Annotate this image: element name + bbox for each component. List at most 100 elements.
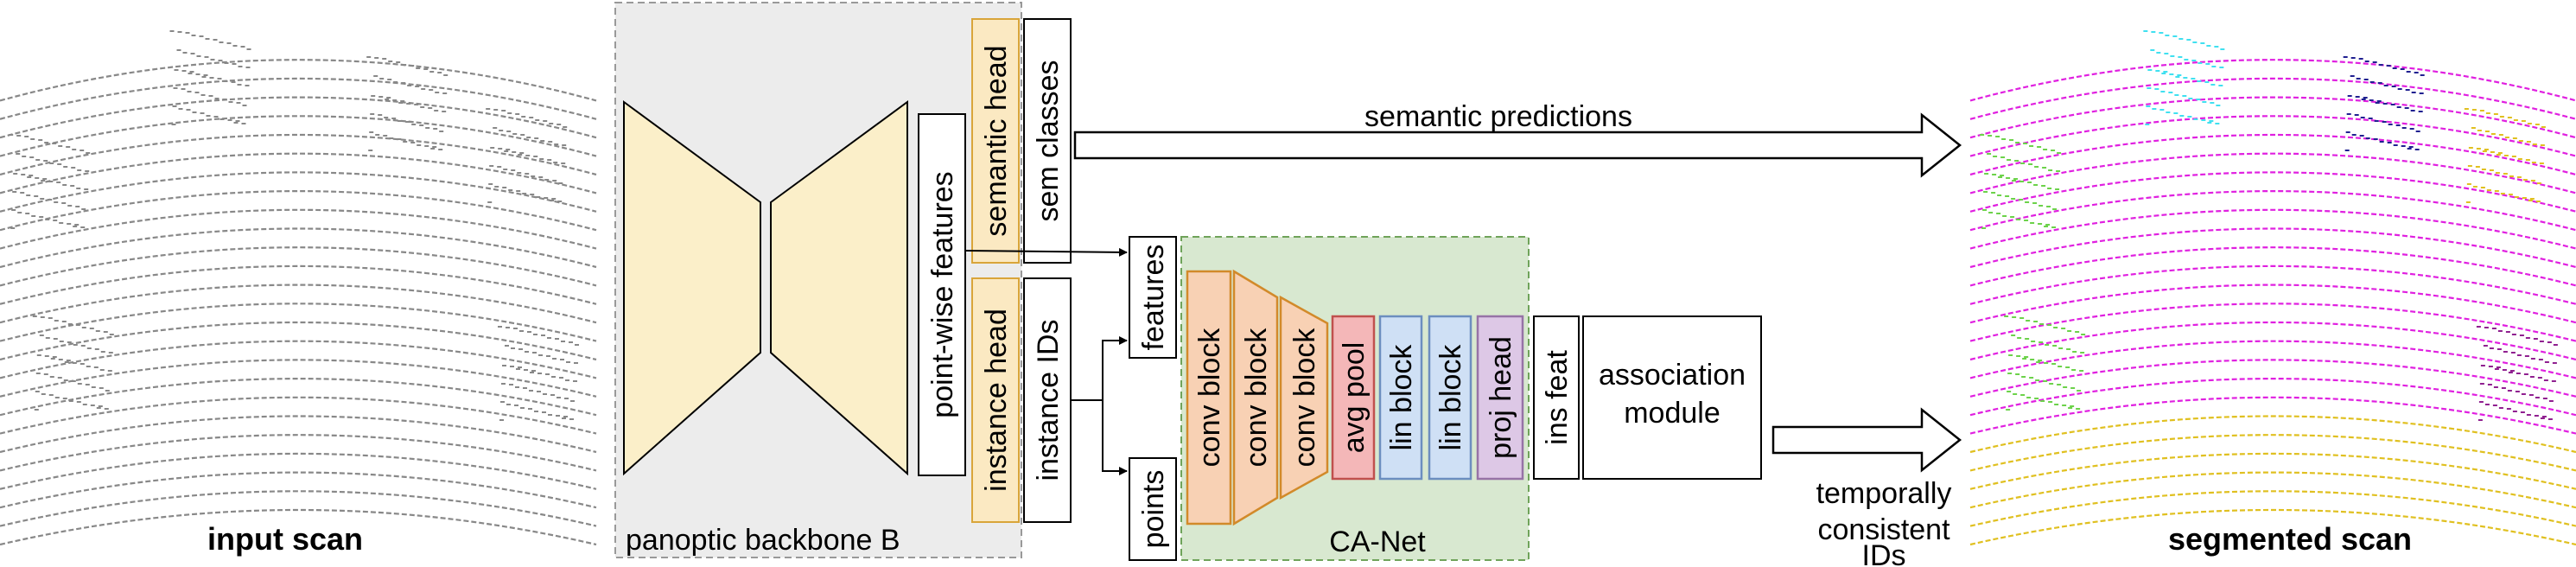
scan-point — [194, 92, 200, 93]
scan-point — [49, 376, 54, 378]
scan-point — [2058, 366, 2063, 367]
scan-point — [56, 182, 61, 183]
scan-point — [2063, 386, 2068, 388]
scan-point — [25, 213, 30, 214]
scan-point — [574, 362, 578, 364]
scan-point — [2420, 74, 2425, 76]
scan-point — [2211, 66, 2217, 67]
scan-point — [2025, 201, 2030, 203]
scan-point — [2017, 337, 2022, 339]
scan-point — [2486, 189, 2491, 191]
scan-point — [99, 369, 105, 371]
conv-block-2 — [1232, 269, 1279, 526]
scan-point — [2401, 145, 2406, 147]
scan-point — [2016, 219, 2021, 220]
scan-point — [543, 393, 547, 395]
scan-point — [513, 328, 518, 329]
scan-point — [547, 337, 551, 339]
scan-point — [2539, 341, 2544, 342]
scan-point — [391, 118, 397, 119]
scan-point — [2491, 328, 2496, 329]
scan-point — [71, 380, 76, 382]
scan-point — [200, 112, 205, 114]
scan-point — [532, 352, 537, 354]
scan-point — [12, 191, 17, 193]
scan-point — [502, 187, 507, 188]
scan-point — [554, 143, 559, 145]
scan-point — [1991, 192, 1996, 194]
scan-point — [2379, 141, 2384, 143]
scan-point — [186, 109, 191, 111]
scan-point — [406, 103, 411, 105]
scan-point — [388, 61, 393, 62]
scan-point — [9, 134, 14, 136]
scan-point — [72, 149, 77, 150]
scan-point — [423, 68, 429, 70]
scan-point — [2004, 315, 2009, 317]
scan-point — [2529, 376, 2535, 378]
scan-point — [2175, 76, 2180, 78]
scan-point — [235, 120, 240, 122]
scan-point — [237, 84, 242, 86]
scan-point — [2523, 373, 2528, 375]
scan-point — [246, 48, 251, 50]
scan-point — [396, 61, 401, 63]
scan-point — [2484, 404, 2490, 405]
scan-ring — [1969, 303, 2576, 342]
scan-point — [405, 121, 410, 123]
scan-point — [30, 138, 35, 140]
scan-point — [2415, 131, 2420, 132]
scan-point — [42, 178, 48, 180]
scan-point — [398, 120, 403, 122]
scan-point — [40, 198, 45, 200]
scan-point — [402, 64, 407, 66]
scan-point — [384, 117, 389, 118]
scan-point — [2169, 73, 2174, 75]
scan-point — [2511, 156, 2516, 157]
scan-point — [2164, 53, 2169, 54]
scan-point — [213, 116, 219, 118]
scan-point — [2377, 82, 2382, 84]
scan-point — [67, 341, 72, 343]
scan-point — [2537, 377, 2542, 379]
scan-point — [2507, 117, 2512, 118]
scan-point — [176, 49, 181, 51]
scan-point — [524, 369, 528, 371]
scan-point — [518, 348, 523, 350]
scan-point — [2541, 126, 2546, 128]
scan-point — [2516, 176, 2522, 178]
scan-point — [2182, 95, 2187, 97]
scan-point — [2216, 105, 2221, 106]
scan-point — [107, 370, 112, 372]
scan-point — [2509, 370, 2515, 372]
scan-ring — [1969, 264, 2576, 305]
scan-point — [368, 150, 373, 151]
scan-point — [41, 180, 46, 182]
scan-ring — [1969, 77, 2576, 120]
scan-point — [2506, 408, 2511, 410]
scan-point — [205, 38, 210, 40]
scan-point — [517, 172, 522, 174]
scan-point — [2034, 398, 2039, 399]
scan-ring — [1969, 490, 2576, 527]
scan-point — [89, 328, 94, 329]
scan-point — [2037, 146, 2042, 148]
scan-ring — [0, 190, 597, 232]
avg-pool-block — [1331, 315, 1376, 481]
scan-point — [233, 122, 239, 124]
scan-point — [493, 109, 499, 111]
scan-point — [1992, 174, 1997, 175]
scan-point — [2388, 124, 2393, 125]
scan-ring — [0, 264, 597, 305]
scan-ring — [1969, 152, 2576, 194]
scan-point — [2409, 128, 2414, 130]
scan-point — [490, 147, 495, 149]
scan-point — [86, 152, 91, 154]
scan-point — [501, 110, 506, 111]
scan-point — [505, 345, 509, 347]
scan-point — [1980, 134, 1985, 136]
scan-point — [2019, 181, 2025, 182]
scan-point — [2364, 61, 2369, 62]
scan-point — [2045, 224, 2051, 226]
scan-point — [2374, 120, 2379, 122]
